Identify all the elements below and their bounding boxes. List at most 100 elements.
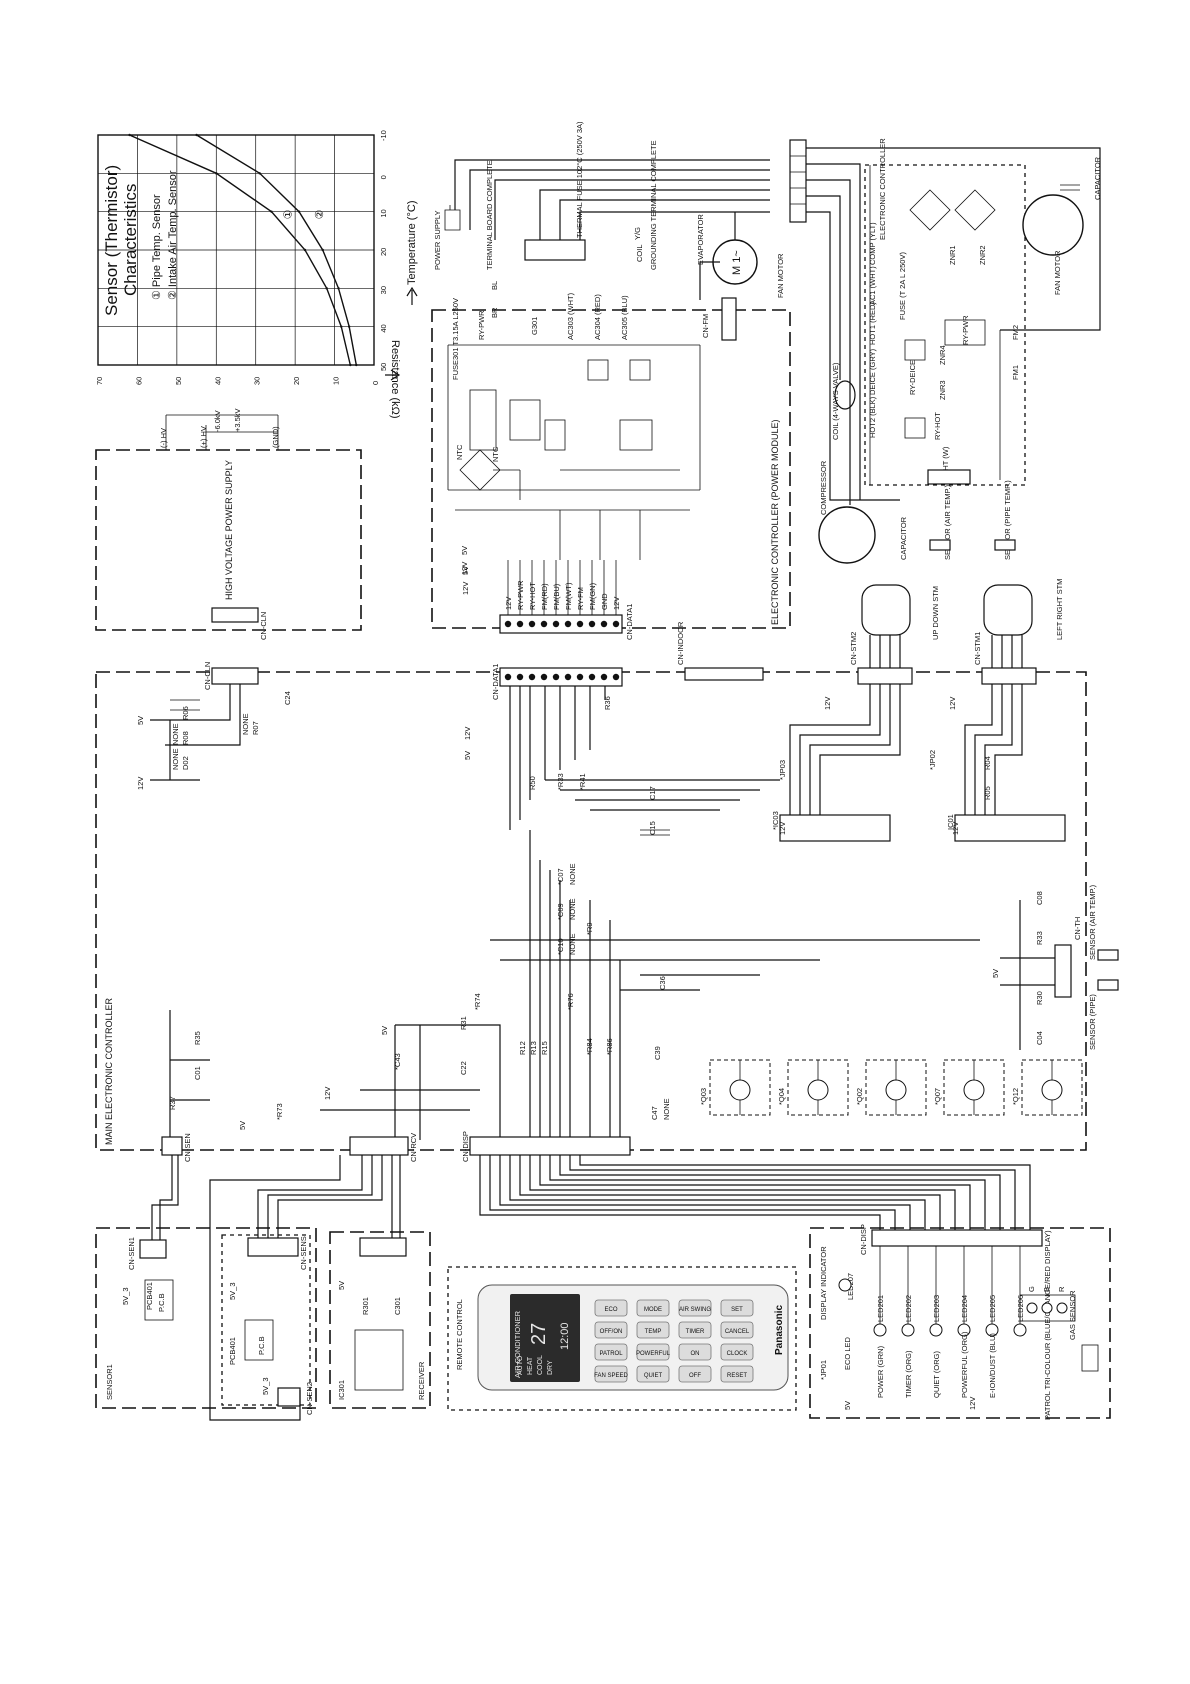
yg-label: Y/G	[633, 227, 642, 240]
c43-label: *C43	[393, 1053, 402, 1070]
led-function-label: E-ION/DUST (BLU)	[988, 1333, 997, 1398]
chart-legend-2: ② Intake Air Temp. Sensor	[167, 170, 179, 300]
remote-button-label: OFF	[689, 1373, 701, 1379]
remote-button[interactable]	[594, 1321, 628, 1339]
tri-g-label: G	[1027, 1286, 1036, 1292]
evaporator-label: EVAPORATOR	[696, 214, 705, 265]
pm-ac305-label: AC305 (BLU)	[620, 295, 629, 340]
chart-title-line1: Sensor (Thermistor)	[102, 165, 121, 316]
main-5v-b: 5V	[463, 751, 472, 760]
display-5v-label: 5V	[843, 1401, 852, 1410]
outdoor-hot1-label: HOT1 (RED)	[868, 302, 877, 345]
led-function-label: TIMER (ORG)	[904, 1350, 913, 1398]
patrol-label: PATROL TRI-COLOUR (BLUE/ORANGE/RED DISPL…	[1043, 1230, 1052, 1420]
led-function-label: QUIET (ORG)	[932, 1351, 941, 1398]
display-12v-label: 12V	[968, 1397, 977, 1410]
remote-button-label: CANCEL	[725, 1329, 750, 1335]
chart-point-1	[128, 133, 131, 137]
chart-y-tick: 70	[95, 377, 104, 385]
cn-sen1-label: CN-SEN1	[127, 1237, 136, 1270]
remote-button[interactable]	[720, 1321, 754, 1339]
remote-button[interactable]	[636, 1321, 670, 1339]
outdoor-capacitor-label: CAPACITOR	[1093, 156, 1102, 200]
updown-stepping-motor: UP DOWN STM	[861, 584, 940, 640]
remote-button-label: AIR SWING	[679, 1307, 711, 1313]
led-ref-label: LED201	[876, 1295, 885, 1322]
outdoor-sensor-pipe-label: SENSOR (PIPE TEMP.)	[1003, 480, 1012, 560]
remote-button[interactable]	[594, 1365, 628, 1383]
outdoor-fan-motor-label: FAN MOTOR	[1053, 250, 1062, 295]
remote-button-label: OFF/ON	[600, 1329, 623, 1335]
remote-button[interactable]	[678, 1299, 712, 1317]
main-5v-d: 5V	[238, 1121, 247, 1130]
br-label: BR	[490, 307, 499, 318]
pm-cn-fm-connector	[721, 297, 737, 341]
pm-ac304-label: AC304 (RED)	[593, 294, 602, 340]
d02-label: D02	[181, 756, 190, 770]
r04-label: R04	[983, 756, 992, 770]
remote-button-label: TEMP	[645, 1329, 662, 1335]
outdoor-cn-ht-connector	[927, 469, 971, 485]
c01-label: C01	[193, 1066, 202, 1080]
chart-x-label: Temperature (°C)	[406, 201, 418, 285]
main-12v-e: 12V	[778, 822, 787, 835]
leftright-stm-label: LEFT RIGHT STM	[1055, 579, 1064, 640]
air-temp-sensor-icon	[1097, 949, 1119, 961]
cn-sen1-connector: CN-SEN1	[127, 1237, 167, 1270]
c24-label: C24	[283, 691, 292, 705]
chart-point-2	[347, 325, 351, 328]
connector-pin	[588, 673, 596, 681]
sensor-pipe-label: SENSOR (PIPE)	[1088, 994, 1097, 1050]
c36-label: C36	[658, 976, 667, 990]
ic01-chip: IC01	[946, 814, 1066, 842]
transistor-icon	[807, 1079, 829, 1101]
r06-label: R06	[181, 706, 190, 720]
ic01-label: IC01	[946, 814, 955, 830]
cn-sens-connector: CN-SENS	[247, 1236, 308, 1270]
remote-button[interactable]	[594, 1343, 628, 1361]
r35-label: R35	[193, 1031, 202, 1045]
connector-pin	[612, 673, 620, 681]
outdoor-cn-ht-label: CN-HT (W)	[941, 446, 950, 484]
chart-x-tick: -10	[379, 130, 388, 141]
outdoor-fuse-label: FUSE (T 2A L 250V)	[898, 252, 907, 320]
r08-label: R08	[181, 731, 190, 745]
r41-label: *R41	[578, 773, 587, 790]
remote-button[interactable]	[678, 1365, 712, 1383]
compressor-label: COMPRESSOR	[819, 460, 828, 515]
r37-label: R37	[168, 1096, 177, 1110]
outdoor-zn2-label: ZNR2	[978, 245, 987, 265]
cn-indoor-connector: CN-INDOOR	[676, 621, 764, 681]
chart-y-tick: 20	[292, 377, 301, 385]
chart-x-tick: 10	[379, 209, 388, 217]
remote-button-label: MODE	[644, 1307, 662, 1313]
outdoor-hot2-label: HOT2 (BLK)	[868, 396, 877, 438]
remote-button[interactable]	[636, 1365, 670, 1383]
connector-pin	[600, 620, 608, 628]
main-12v-g: 12V	[323, 1087, 332, 1100]
remote-button[interactable]	[636, 1343, 670, 1361]
sensor1-5v3-label: 5V_3	[121, 1287, 130, 1305]
remote-button[interactable]	[678, 1321, 712, 1339]
remote-button[interactable]	[720, 1365, 754, 1383]
hv-gnd-label: (GND)	[271, 426, 280, 448]
r50-label: R50	[528, 776, 537, 790]
grounding-label: GROUNDING TERMINAL COMPLETE	[649, 140, 658, 270]
cn-cln-main-label: CN-CLN	[203, 662, 212, 690]
remote-button[interactable]	[720, 1299, 754, 1317]
pm-circuitry	[447, 344, 701, 560]
remote-button[interactable]	[594, 1299, 628, 1317]
cn-rcv-bottom-connector	[359, 1237, 407, 1257]
chart-point-1	[349, 363, 352, 367]
chart-y-label: Resistance (kΩ)	[389, 340, 401, 419]
pm-ntc1-label: NTC	[455, 444, 464, 460]
chart-point-2	[297, 210, 301, 213]
outdoor-terminal-strip	[789, 139, 807, 223]
chart-y-tick: 50	[174, 377, 183, 385]
chart-y-tick: 10	[332, 377, 341, 385]
remote-button[interactable]	[720, 1343, 754, 1361]
remote-button[interactable]	[636, 1299, 670, 1317]
chart-title-line2: Characteristics	[121, 184, 140, 296]
remote-button[interactable]	[678, 1343, 712, 1361]
main-12v-d: 12V	[948, 697, 957, 710]
